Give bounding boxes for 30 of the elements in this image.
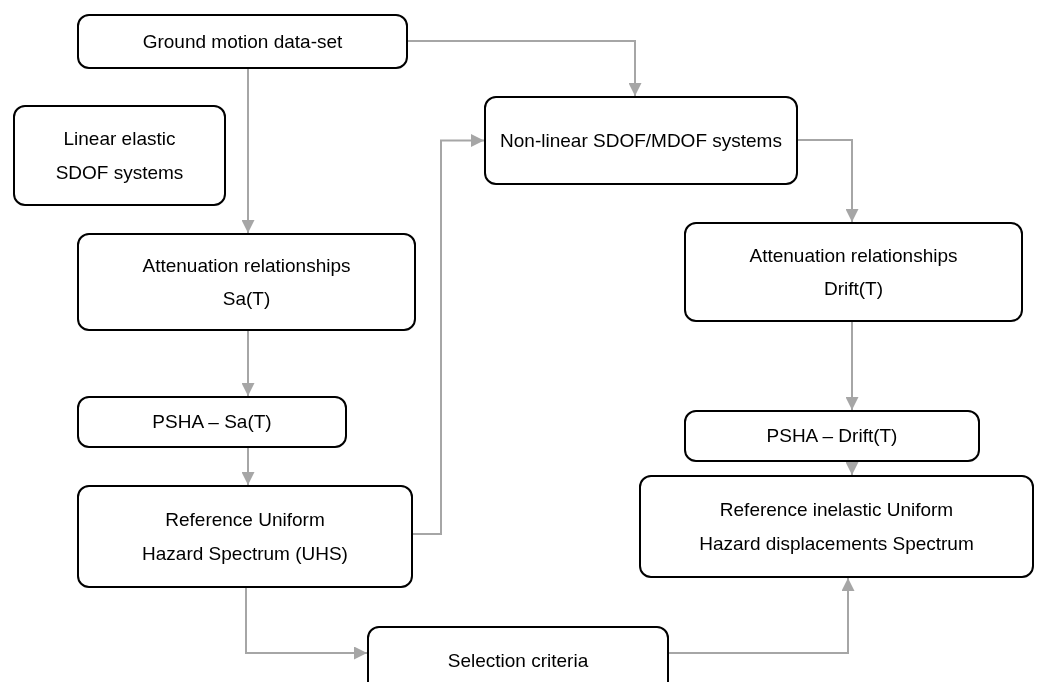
process-box bbox=[639, 475, 1034, 578]
process-box bbox=[77, 396, 347, 448]
process-box bbox=[367, 626, 669, 682]
process-box bbox=[484, 96, 798, 185]
box-label: Non-linear SDOF/MDOF systems bbox=[500, 128, 782, 153]
arrow bbox=[241, 447, 255, 486]
arrow bbox=[241, 330, 255, 397]
process-box bbox=[684, 410, 980, 462]
box-label: Reference inelastic Uniform Hazard displacements Spectrum bbox=[698, 498, 975, 556]
box-label: PSHA – Sa(T) bbox=[152, 410, 272, 435]
arrow bbox=[668, 577, 855, 654]
box-label: Selection criteria bbox=[447, 649, 589, 674]
arrow bbox=[845, 321, 859, 411]
process-box bbox=[77, 485, 413, 588]
arrow bbox=[407, 40, 642, 97]
arrow bbox=[797, 139, 859, 223]
arrow bbox=[845, 461, 859, 476]
box-label: PSHA – Drift(T) bbox=[766, 424, 898, 449]
process-box bbox=[77, 14, 408, 69]
process-box bbox=[13, 105, 226, 206]
box-label: Ground motion data-set bbox=[142, 29, 343, 54]
process-box bbox=[684, 222, 1023, 322]
process-box bbox=[77, 233, 416, 331]
arrow bbox=[241, 68, 255, 234]
arrow bbox=[245, 587, 368, 660]
box-label: Linear elastic SDOF systems bbox=[54, 127, 185, 185]
box-label: Attenuation relationships Sa(T) bbox=[141, 253, 352, 311]
box-label: Attenuation relationships Drift(T) bbox=[748, 243, 959, 301]
arrow bbox=[412, 134, 485, 535]
box-label: Reference Uniform Hazard Spectrum (UHS) bbox=[141, 508, 349, 566]
